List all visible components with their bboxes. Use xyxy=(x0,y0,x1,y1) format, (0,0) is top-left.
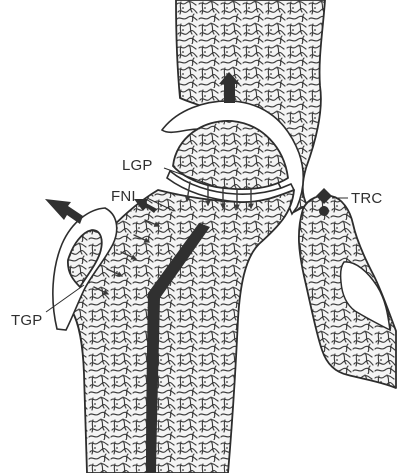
triradiate-cartilage-dot xyxy=(319,206,329,216)
label-tgp: TGP xyxy=(11,312,42,329)
trochanter-growth-arrow xyxy=(45,199,83,224)
label-trc: TRC xyxy=(351,190,382,207)
label-lgp: LGP xyxy=(122,157,153,174)
label-fni: FNI xyxy=(111,188,136,205)
